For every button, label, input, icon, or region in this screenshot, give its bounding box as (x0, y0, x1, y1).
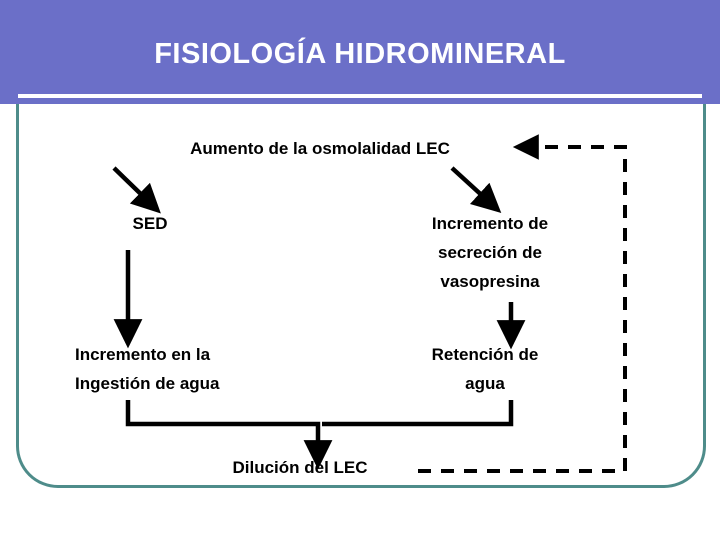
node-osmolalidad: Aumento de la osmolalidad LEC (190, 139, 450, 158)
node-retencion-line2: agua (465, 374, 505, 393)
node-ingestion-line2: Ingestión de agua (75, 374, 220, 393)
title-divider-rule (18, 94, 702, 98)
node-retencion: Retención de agua (390, 340, 580, 398)
slide-title: FISIOLOGÍA HIDROMINERAL (154, 38, 566, 70)
title-banner (0, 0, 720, 92)
node-retencion-line1: Retención de (431, 345, 539, 364)
node-vasopresina-line1: Incremento de (431, 214, 549, 233)
node-ingestion-line1: Incremento en la (75, 345, 211, 364)
node-ingestion: Incremento en la Ingestión de agua (75, 340, 335, 398)
rounded-frame (16, 58, 706, 488)
node-vasopresina-line2: secreción de (438, 243, 542, 262)
node-dilucion: Dilución del LEC (232, 458, 368, 477)
node-vasopresina-line3: vasopresina (440, 272, 540, 291)
node-vasopresina: Incremento de secreción de vasopresina (395, 209, 585, 296)
node-sed: SED (132, 214, 168, 233)
